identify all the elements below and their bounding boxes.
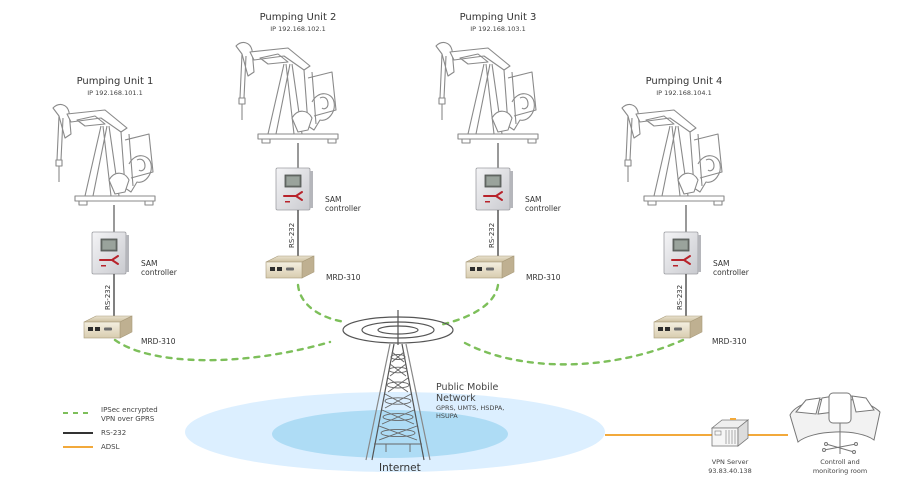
mrd-310-modem-icon — [83, 315, 133, 339]
modem-label: MRD-310 — [326, 273, 361, 282]
unit-title: Pumping Unit 4 — [645, 76, 723, 87]
pump-jack-icon — [52, 103, 156, 206]
vpn-link-unit-4 — [463, 338, 685, 366]
unit-title: Pumping Unit 1 — [76, 76, 154, 87]
legend — [63, 412, 93, 448]
vpn-link-unit-1 — [113, 338, 332, 362]
rs232-label: RS-232 — [488, 222, 496, 248]
mrd-310-modem-icon — [653, 315, 703, 339]
mrd-310-modem-icon — [265, 255, 315, 279]
server-icon — [710, 418, 750, 447]
pump-jack-icon — [435, 41, 539, 144]
rs232-label: RS-232 — [676, 284, 684, 310]
vpn-link-unit-3 — [438, 283, 500, 327]
mobile-network-label: Public Mobile Network GPRS, UMTS, HSDPA,… — [436, 382, 505, 420]
pump-jack-icon — [235, 41, 339, 144]
rs232-label: RS-232 — [104, 284, 112, 310]
cell-tower-icon — [342, 310, 454, 461]
vpn-link-unit-2 — [296, 283, 347, 324]
modem-label: MRD-310 — [526, 273, 561, 282]
internet-cloud-inner — [272, 410, 508, 458]
sam-controller-icon — [275, 167, 314, 211]
unit-ip: IP 192.168.102.1 — [270, 25, 326, 33]
modem-label: MRD-310 — [141, 337, 176, 346]
sam-controller-icon — [475, 167, 514, 211]
sam-controller-icon — [663, 231, 702, 275]
control-room-icon — [789, 392, 881, 454]
internet-label: Internet — [379, 462, 421, 474]
legend-label-adsl: ADSL — [101, 443, 120, 451]
unit-ip: IP 192.168.103.1 — [470, 25, 526, 33]
unit-title: Pumping Unit 3 — [459, 12, 537, 23]
legend-label-vpn: IPSec encrypted VPN over GPRS — [101, 406, 158, 423]
vpn-server-label: VPN Server 93.83.40.138 — [708, 458, 752, 475]
unit-ip: IP 192.168.101.1 — [87, 89, 143, 97]
pumping-unit-2 — [235, 41, 339, 279]
legend-label-rs232: RS-232 — [101, 429, 127, 437]
control-room-label: Controll and monitoring room — [812, 458, 868, 475]
mrd-310-modem-icon — [465, 255, 515, 279]
pumping-unit-1 — [52, 103, 156, 339]
rs232-label: RS-232 — [288, 222, 296, 248]
pump-jack-icon — [621, 103, 725, 206]
pumping-unit-4 — [621, 103, 725, 339]
unit-ip: IP 192.168.104.1 — [656, 89, 712, 97]
sam-controller-icon — [91, 231, 130, 275]
modem-label: MRD-310 — [712, 337, 747, 346]
pumping-unit-3 — [435, 41, 539, 279]
unit-title: Pumping Unit 2 — [259, 12, 337, 23]
